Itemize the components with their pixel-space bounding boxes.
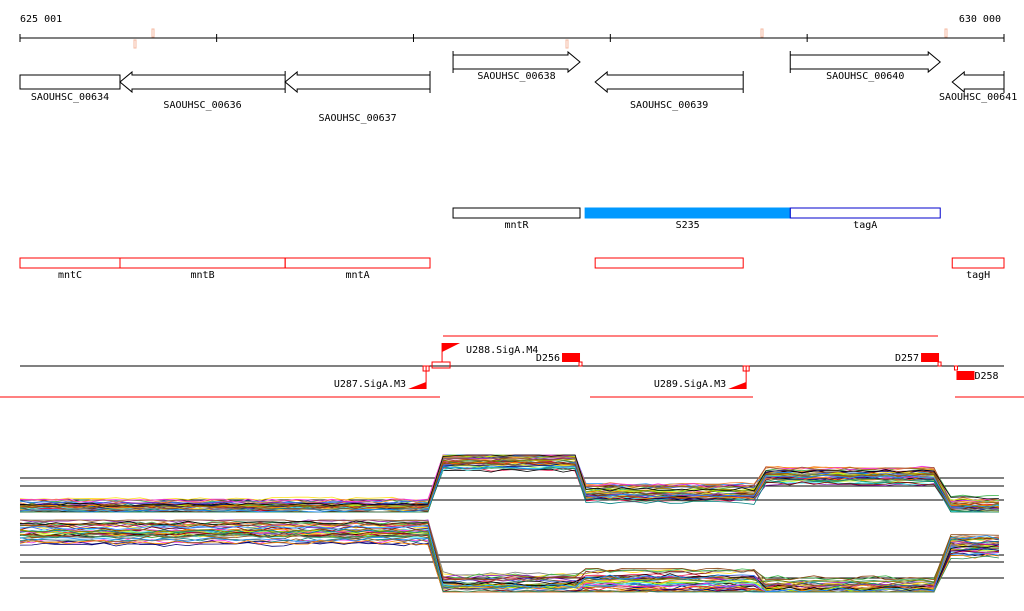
expression-line: [19, 520, 999, 592]
terminator-block: [921, 353, 940, 362]
promoter-flag: [408, 382, 427, 389]
gene-arrow: [951, 70, 1004, 94]
expression-line: [19, 522, 999, 581]
expression-line: [19, 527, 999, 588]
axis-end-label: 630 000: [959, 14, 1001, 25]
expression-profiles: [19, 454, 1004, 593]
terminator-marker: [937, 361, 942, 367]
expression-line: [19, 454, 999, 504]
gene-arrow: [119, 70, 286, 94]
expression-line: [19, 533, 999, 593]
expression-line: [19, 521, 999, 581]
tick-marker: [151, 28, 155, 38]
annotation-label: S235: [676, 220, 700, 231]
annotation-box: [452, 207, 581, 219]
annotation-box: [789, 207, 941, 219]
gene-label: SAOUHSC_00637: [318, 113, 396, 124]
gene-arrow: [19, 74, 121, 90]
annotation-track: mntR S235 tagA: [452, 207, 941, 231]
tick-marker: [760, 28, 764, 38]
promoter-flag: [728, 382, 747, 389]
gene-label: SAOUHSC_00639: [630, 100, 708, 111]
gene-label: SAOUHSC_00636: [163, 100, 241, 111]
gene-label: SAOUHSC_00641: [939, 92, 1017, 103]
axis-start-label: 625 001: [20, 14, 62, 25]
expression-line: [19, 463, 999, 510]
gene-arrow: [453, 50, 581, 74]
gene-label: SAOUHSC_00638: [477, 71, 555, 82]
gene-arrow: [790, 50, 942, 74]
operon-label: mntA: [346, 270, 370, 281]
gene-label: SAOUHSC_00634: [31, 92, 109, 103]
gene-arrow: [284, 70, 431, 94]
expression-line: [19, 461, 999, 510]
promoter-label: U287.SigA.M3: [334, 379, 406, 390]
operon-box: [594, 257, 744, 269]
terminator-block: [562, 353, 581, 362]
promoter-label: U289.SigA.M3: [654, 379, 726, 390]
expression-line: [19, 455, 999, 510]
expression-line: [19, 465, 999, 513]
terminator-marker: [578, 361, 583, 367]
terminator-label: D256: [536, 353, 560, 364]
gene-label: SAOUHSC_00640: [826, 71, 904, 82]
operon-label: mntB: [191, 270, 215, 281]
promoter-flag: [442, 343, 461, 352]
gene-arrow: [594, 70, 744, 94]
operon-box: [951, 257, 1005, 269]
terminator-label: D257: [895, 353, 919, 364]
operon-track: mntC mntB mntA tagH: [19, 257, 1005, 281]
tick-marker: [133, 39, 137, 49]
expression-line: [20, 466, 999, 513]
terminator-block: [956, 371, 975, 380]
expression-line: [19, 519, 999, 587]
operon-box: [284, 257, 431, 269]
promoter-label: U288.SigA.M4: [466, 345, 538, 356]
tick-marker: [565, 39, 569, 49]
promoter-marker: [431, 361, 451, 369]
expression-line: [19, 525, 1000, 593]
annotation-label: tagA: [853, 220, 877, 231]
operon-box: [19, 257, 121, 269]
operon-label: tagH: [966, 270, 990, 281]
terminator-marker: [953, 365, 958, 371]
operon-label: mntC: [58, 270, 82, 281]
terminator-label: D258: [974, 371, 998, 382]
annotation-label: mntR: [504, 220, 529, 231]
annotation-box: [584, 207, 791, 219]
coordinate-axis: 625 001 630 000: [19, 14, 1005, 49]
operon-box: [119, 257, 286, 269]
expression-line: [19, 454, 999, 507]
tick-marker: [944, 28, 948, 38]
